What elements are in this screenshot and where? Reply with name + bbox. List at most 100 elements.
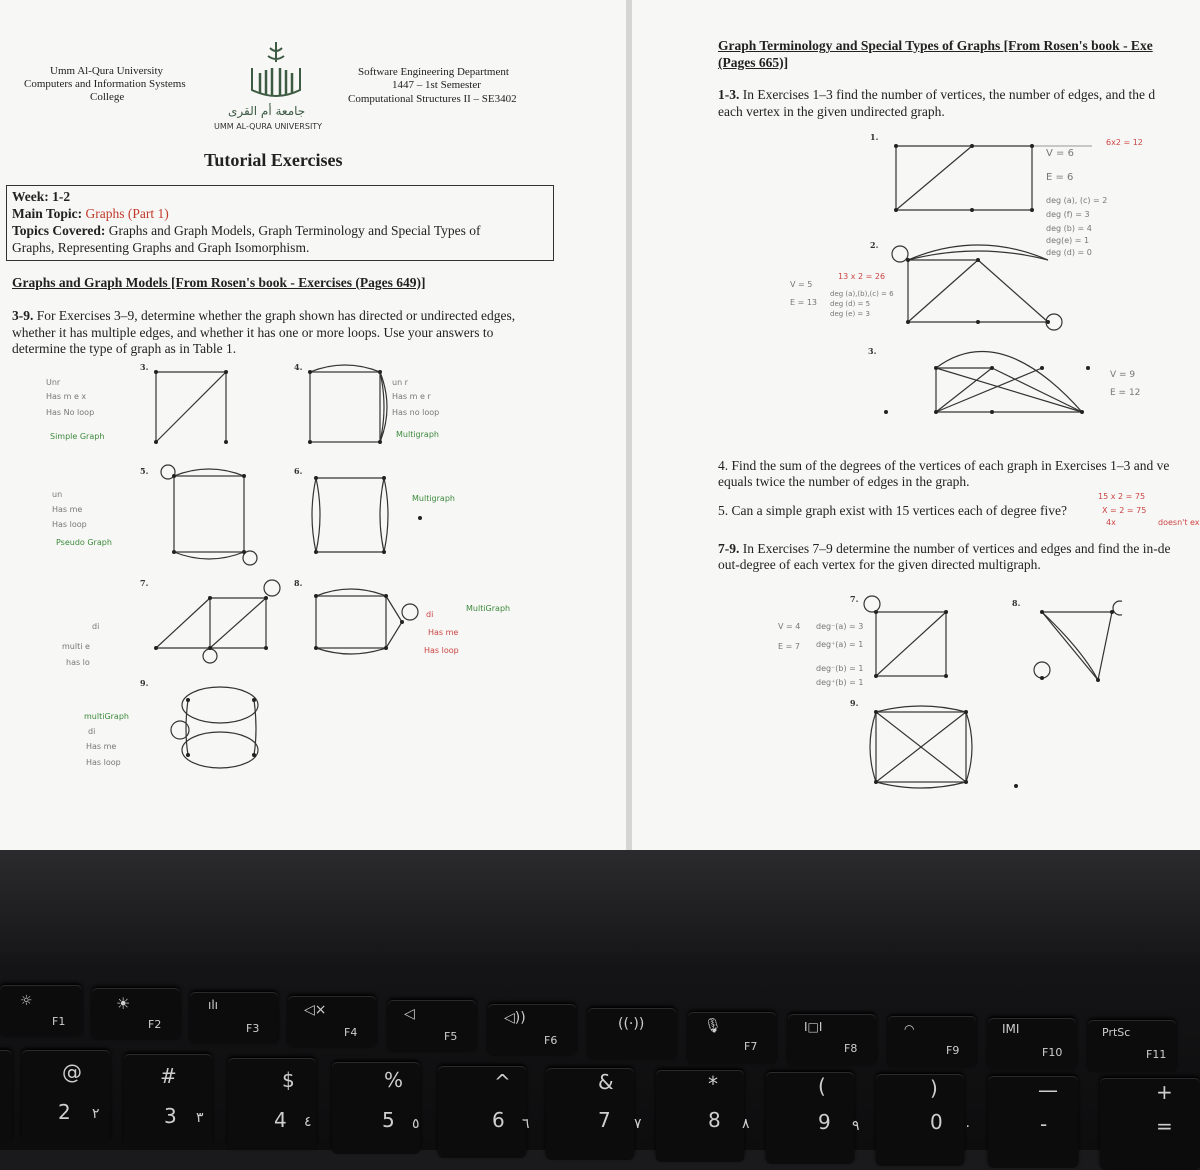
question-5: 5. Can a simple graph exist with 15 vert…: [718, 503, 1067, 518]
handwritten-note: deg (a), (c) = 2: [1046, 196, 1108, 205]
key-f4[interactable]: ◁×F4: [288, 996, 376, 1048]
volume-up-icon: ◁)): [504, 1010, 526, 1026]
handwritten-note: deg (e) = 3: [830, 310, 870, 318]
handwritten-note: 4x: [1106, 518, 1116, 527]
key-1[interactable]: [0, 1050, 12, 1142]
handwritten-note: Has loop: [52, 520, 87, 529]
handwritten-note: deg⁻(b) = 1: [816, 664, 864, 673]
display-icon: I□I: [804, 1020, 823, 1034]
section-heading-pages: (Pages 665)]: [718, 55, 789, 70]
semester: 1447 – 1st Semester: [392, 79, 481, 91]
handwritten-note: deg (b) = 4: [1046, 224, 1092, 233]
handwritten-note: un: [52, 490, 63, 499]
handwritten-note: deg (f) = 3: [1046, 210, 1090, 219]
question-4-line1: 4. Find the sum of the degrees of the ve…: [718, 458, 1170, 473]
graph-number: 4.: [294, 362, 303, 372]
key-f1[interactable]: ☼F1: [0, 985, 82, 1037]
topics-box: [6, 185, 554, 261]
key-wireless[interactable]: ((·)): [588, 1008, 676, 1060]
brightness-up-icon: ☀: [116, 994, 131, 1013]
logo-arabic-text: جامعة أم القرى: [228, 104, 306, 118]
college-name: Computers and Information Systems: [24, 78, 186, 90]
handwritten-note: E = 6: [1046, 172, 1074, 183]
left-graphs-drawing: [154, 364, 422, 769]
college-label: College: [90, 91, 125, 103]
key-f6[interactable]: ◁))F6: [488, 1004, 576, 1056]
handwritten-note: E = 7: [778, 642, 800, 651]
question-1-line1: 1-3. In Exercises 1–3 find the number of…: [718, 87, 1156, 102]
exercise-line3: determine the type of graph as in Table …: [12, 341, 237, 356]
graph-number: 7.: [850, 594, 859, 604]
handwritten-note: V = 4: [778, 622, 801, 631]
handwritten-note: Has loop: [424, 646, 459, 655]
wifi-icon: ◠: [904, 1022, 915, 1036]
graph-number: 9.: [140, 678, 149, 688]
graph-number: 8.: [1012, 598, 1021, 608]
handwritten-note: deg⁺(a) = 1: [816, 640, 864, 649]
handwritten-note: V = 9: [1110, 370, 1136, 380]
key-equals[interactable]: +=: [1100, 1078, 1200, 1170]
handwritten-note: deg (d) = 5: [830, 300, 871, 308]
handwritten-note: Multigraph: [396, 430, 439, 439]
university-logo: [251, 42, 301, 97]
handwritten-note: Simple Graph: [50, 432, 105, 441]
handwritten-note: has lo: [66, 658, 90, 667]
right-graphs-drawing: [884, 144, 1092, 414]
mic-mute-icon: 🎙: [704, 1018, 722, 1034]
handwritten-note: di: [92, 622, 100, 631]
exercise-line1: 3-9. For Exercises 3–9, determine whethe…: [12, 308, 516, 323]
graph-number: 8.: [294, 578, 303, 588]
section-heading: Graphs and Graph Models [From Rosen's bo…: [12, 275, 426, 290]
mic-icon: ılı: [208, 998, 219, 1012]
section-heading: Graph Terminology and Special Types of G…: [718, 38, 1153, 53]
key-f5[interactable]: ◁F5: [388, 1000, 476, 1052]
handwritten-note: Has loop: [86, 758, 121, 767]
handwritten-note: Has no loop: [392, 408, 440, 417]
handwritten-note: V = 6: [1046, 148, 1074, 159]
exercise-line2: whether it has multiple edges, and wheth…: [12, 325, 494, 340]
handwritten-note: Pseudo Graph: [56, 538, 112, 547]
key-f7[interactable]: 🎙F7: [688, 1012, 776, 1064]
question-4-line2: equals twice the number of edges in the …: [718, 474, 970, 489]
handwritten-note: Multigraph: [412, 494, 455, 503]
key-minus[interactable]: —-: [988, 1076, 1078, 1168]
department-name: Software Engineering Department: [358, 66, 509, 78]
directed-graphs-drawing: [863, 595, 1122, 789]
handwritten-note: deg (d) = 0: [1046, 248, 1092, 257]
handwritten-note: deg (a),(b),(c) = 6: [830, 290, 894, 298]
graph-number: 1.: [870, 132, 879, 142]
question-7-line1: 7-9. In Exercises 7–9 determine the numb…: [718, 541, 1171, 556]
page-divider: [626, 0, 632, 850]
handwritten-note: di: [426, 610, 434, 619]
handwritten-note: multiGraph: [84, 712, 129, 721]
handwritten-note: Has me: [86, 742, 117, 751]
handwritten-note: MultiGraph: [466, 604, 511, 613]
left-document-page: Umm Al-Qura University Computers and Inf…: [0, 0, 626, 850]
handwritten-note: deg(e) = 1: [1046, 236, 1090, 245]
graph-number: 9.: [850, 698, 859, 708]
page-title: Tutorial Exercises: [204, 150, 343, 170]
graph-number: 3.: [868, 346, 877, 356]
handwritten-note: 6x2 = 12: [1106, 138, 1143, 147]
right-document-page: Graph Terminology and Special Types of G…: [632, 0, 1200, 850]
key-f2[interactable]: ☀F2: [92, 988, 180, 1040]
handwritten-note: Has No loop: [46, 408, 95, 417]
handwritten-note: Has me: [52, 505, 83, 514]
key-f9[interactable]: ◠F9: [888, 1016, 976, 1068]
graph-number: 5.: [140, 466, 149, 476]
volume-down-icon: ◁: [404, 1006, 415, 1022]
